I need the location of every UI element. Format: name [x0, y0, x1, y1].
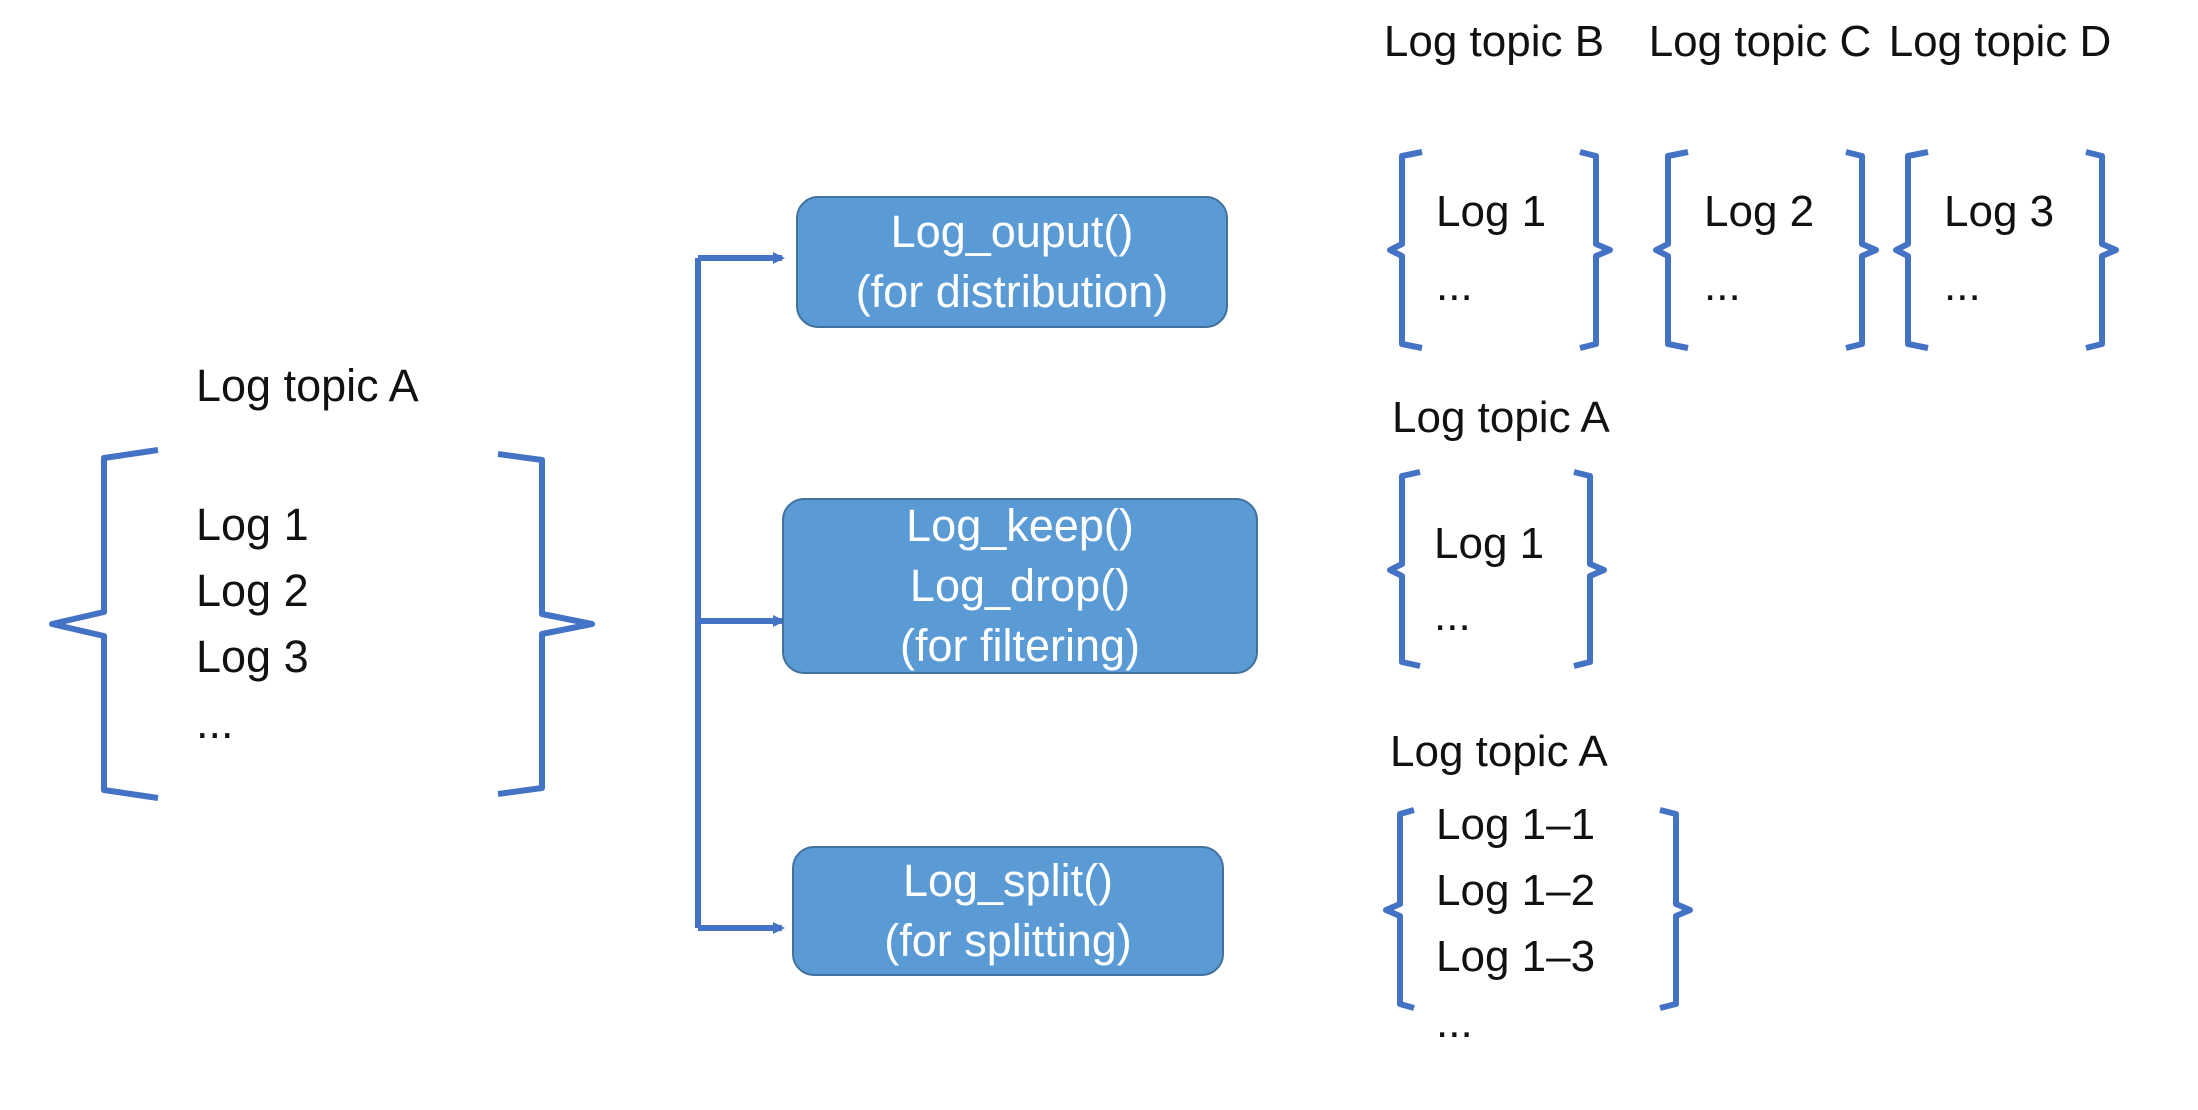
topic-c-left-brace	[1653, 149, 1689, 351]
topic-c-right-brace	[1845, 149, 1879, 351]
filter-right-brace	[1573, 469, 1607, 669]
topic-b-title: Log topic B	[1383, 17, 1605, 66]
filter-result-item: Log 1	[1434, 519, 1545, 568]
topic-d-item: ...	[1944, 261, 1981, 310]
box-line: Log_drop()	[909, 560, 1131, 611]
topic-b-left-brace	[1387, 149, 1423, 351]
source-left-brace	[49, 447, 159, 801]
filter-result-item: ...	[1434, 591, 1471, 640]
split-result-list: Log 1–1 Log 1–2 Log 1–3 ...	[1436, 792, 1595, 1056]
log-filter-box: Log_keep() Log_drop() (for filtering)	[782, 498, 1258, 674]
list-item: Log 1–3	[1436, 932, 1596, 981]
box-line: (for distribution)	[855, 266, 1169, 317]
filter-left-brace	[1387, 469, 1421, 669]
box-line: (for filtering)	[899, 620, 1141, 671]
split-left-brace	[1383, 807, 1415, 1011]
box-line: Log_ouput()	[890, 206, 1134, 257]
split-result-title: Log topic A	[1390, 727, 1608, 776]
source-right-brace	[497, 451, 595, 797]
list-item: Log 3	[196, 631, 309, 682]
source-title: Log topic A	[196, 360, 419, 411]
log-output-box: Log_ouput() (for distribution)	[796, 196, 1228, 328]
list-item: ...	[1436, 998, 1473, 1047]
list-item: Log 2	[196, 565, 309, 616]
source-log-list: Log 1 Log 2 Log 3 ...	[196, 492, 309, 756]
topic-b-item: ...	[1436, 261, 1473, 310]
list-item: ...	[196, 697, 234, 748]
topic-d-left-brace	[1893, 149, 1929, 351]
list-item: Log 1	[196, 499, 309, 550]
topic-c-title: Log topic C	[1648, 17, 1872, 66]
box-line: (for splitting)	[884, 915, 1132, 966]
log-split-box: Log_split() (for splitting)	[792, 846, 1224, 976]
list-item: Log 1–2	[1436, 866, 1596, 915]
topic-d-item: Log 3	[1944, 187, 2055, 236]
split-right-brace	[1659, 807, 1693, 1011]
topic-b-right-brace	[1579, 149, 1613, 351]
topic-c-item: Log 2	[1704, 187, 1815, 236]
box-line: Log_keep()	[906, 500, 1134, 551]
topic-d-right-brace	[2085, 149, 2119, 351]
topic-c-item: ...	[1704, 261, 1741, 310]
topic-d-title: Log topic D	[1888, 17, 2112, 66]
filter-result-title: Log topic A	[1392, 393, 1610, 442]
list-item: Log 1–1	[1436, 800, 1596, 849]
box-line: Log_split()	[902, 855, 1114, 906]
topic-b-item: Log 1	[1436, 187, 1547, 236]
